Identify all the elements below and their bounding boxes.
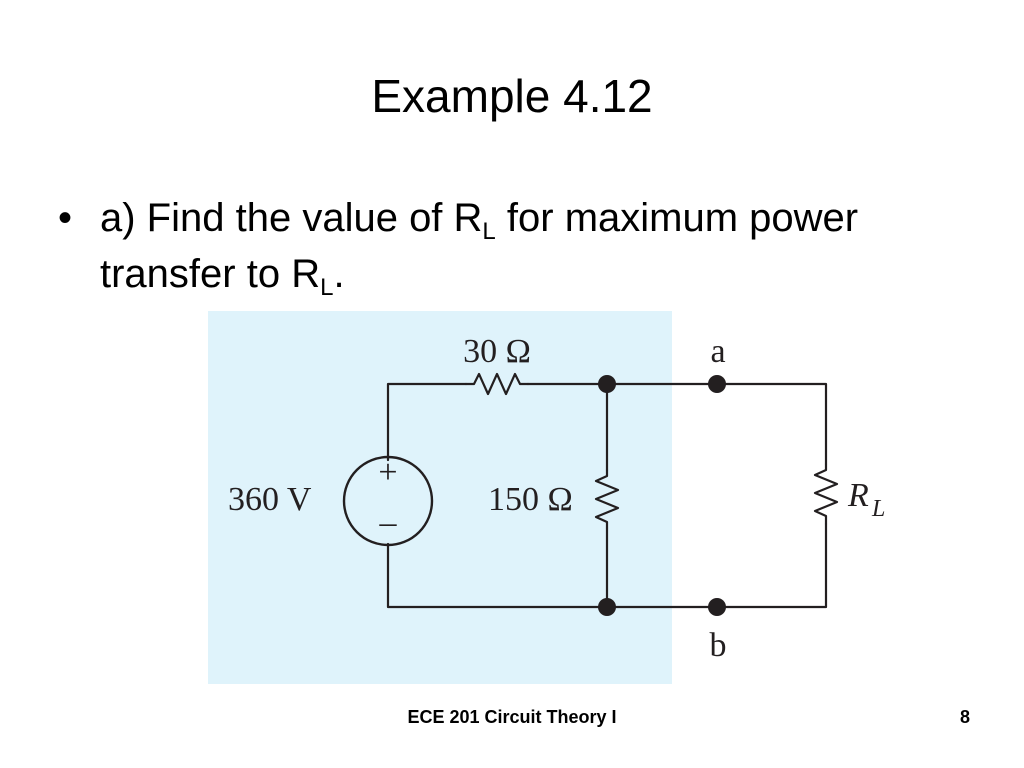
series-resistor (464, 372, 530, 396)
footer-page-number: 8 (959, 707, 970, 727)
shunt-resistor-label: 150 Ω (488, 481, 573, 518)
bullet-marker: • (58, 196, 73, 240)
terminal-a-label: a (710, 333, 725, 370)
node-bottom-shunt (598, 598, 616, 616)
voltage-source (342, 455, 434, 547)
node-top-shunt (598, 375, 616, 393)
slide-title: Example 4.12 (371, 70, 653, 122)
bullet-line2-rest: . (333, 252, 345, 296)
bullet-line1-text: a) Find the value of R (100, 196, 483, 240)
source-voltage-label: 360 V (228, 481, 312, 518)
load-resistor-label: R (847, 477, 869, 514)
bullet-subscript: L (320, 274, 334, 301)
bullet-subscript: L (482, 218, 496, 245)
top-wire-left (386, 382, 468, 462)
bullet-line2-text: transfer to R (100, 252, 321, 296)
circuit-nodes (598, 375, 726, 616)
load-resistor-subscript: L (871, 496, 885, 522)
node-terminal-a (708, 375, 726, 393)
shunt-resistor (594, 468, 620, 530)
bullet-text: a) Find the value of RL for maximum powe… (100, 190, 980, 302)
source-minus-sign: – (379, 504, 398, 541)
footer-course: ECE 201 Circuit Theory I (407, 707, 617, 727)
circuit-wires (342, 372, 839, 609)
bullet-line1-rest: for maximum power (495, 196, 859, 240)
source-plus-sign: + (378, 454, 397, 491)
load-resistor (813, 462, 839, 526)
top-wire-right (526, 382, 828, 466)
series-resistor-label: 30 Ω (463, 333, 531, 370)
shaded-region (208, 311, 672, 684)
node-terminal-b (708, 598, 726, 616)
terminal-b-label: b (710, 627, 727, 664)
